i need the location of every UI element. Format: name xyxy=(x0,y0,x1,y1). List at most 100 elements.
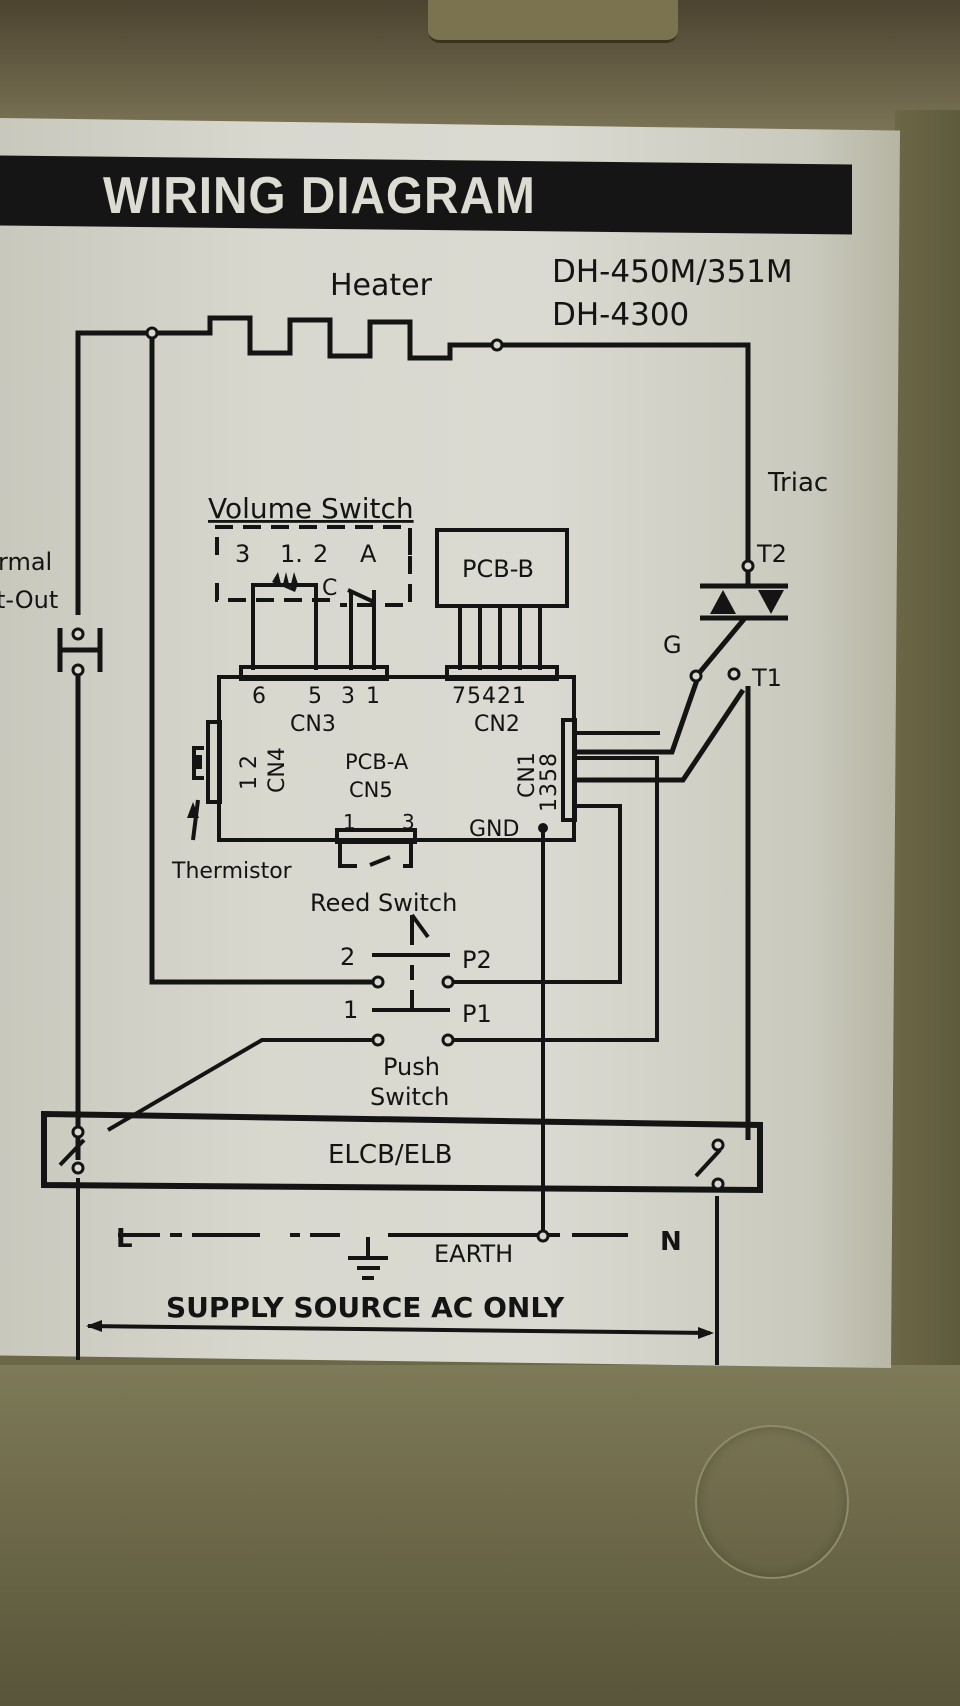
wire-cn1-to-p2 xyxy=(448,804,622,984)
heater-label: Heater xyxy=(330,268,433,303)
cn3-label: CN3 xyxy=(290,712,336,737)
earth-ground-icon xyxy=(348,1237,388,1280)
volume-pin-a: A xyxy=(360,540,377,568)
reed-switch-label: Reed Switch xyxy=(310,889,457,917)
model-label-1: DH-450M/351M xyxy=(552,254,793,290)
volume-pin-3: 3 xyxy=(235,540,250,568)
supply-arrow-left xyxy=(86,1320,102,1332)
terminal-thermal-top xyxy=(71,627,85,641)
wire-heater-to-push-switch-2 xyxy=(149,333,380,985)
thermistor-body xyxy=(192,746,204,780)
terminal-thermal-bottom xyxy=(71,663,85,677)
gnd-label: GND xyxy=(469,817,519,842)
cn1-pins: 1358 xyxy=(537,752,562,812)
pcb-b-wires xyxy=(458,606,542,670)
cn3-pin-5: 5 xyxy=(308,684,322,709)
push-pin-p2: P2 xyxy=(462,946,492,974)
thermal-cutout-symbol xyxy=(57,628,103,672)
terminal-heater-left xyxy=(145,326,159,340)
pcb-b-label: PCB-B xyxy=(462,555,534,583)
casing-knockout-circle xyxy=(695,1425,849,1579)
wire-cn1-to-p1 xyxy=(448,756,659,1042)
heater-element xyxy=(152,315,751,560)
terminal-push-1 xyxy=(371,1033,385,1047)
cn3-connector xyxy=(239,665,389,681)
cn1-label: CN1 xyxy=(515,752,540,798)
supply-arrow-right xyxy=(698,1327,714,1339)
thermistor-element xyxy=(196,755,202,769)
volume-pin-1: 1. xyxy=(280,540,303,568)
push-switch-label-2: Switch xyxy=(370,1083,449,1111)
volume-switch-label: Volume Switch xyxy=(208,492,414,525)
cn4-pins: 1 2 xyxy=(237,755,262,790)
wire-push-switch-1-to-elcb xyxy=(106,1038,375,1132)
terminal-push-2 xyxy=(371,975,385,989)
cn5-pin-1: 1 xyxy=(343,810,356,834)
volume-pin-2: 2 xyxy=(313,540,328,568)
wire-thermal-to-heater xyxy=(75,330,152,615)
terminal-push-p2 xyxy=(441,975,455,989)
triac-gate-lead xyxy=(698,616,747,674)
volume-switch-dashed-border xyxy=(215,525,412,607)
casing-tab xyxy=(428,0,678,43)
push-pin-2: 2 xyxy=(340,943,355,971)
triac-label: Triac xyxy=(767,468,828,498)
volume-switch-contact xyxy=(347,588,376,670)
push-pin-1: 1 xyxy=(343,996,358,1024)
elcb-terminal-l-out xyxy=(71,1161,85,1175)
reed-actuator xyxy=(410,913,430,945)
neutral-label: N xyxy=(660,1227,682,1257)
elcb-terminal-n-out xyxy=(711,1177,725,1191)
line-label: L xyxy=(116,1224,133,1254)
diagram-title: WIRING DIAGRAM xyxy=(103,167,536,225)
triac-arrow-up xyxy=(710,590,736,614)
elcb-switch-left xyxy=(58,1138,86,1167)
thermistor-arrow-shaft xyxy=(191,799,200,841)
cn3-pin-6: 6 xyxy=(252,684,266,709)
model-label-2: DH-4300 xyxy=(552,297,689,333)
elcb-terminal-l-in xyxy=(71,1125,85,1139)
terminal-t1 xyxy=(727,667,741,681)
terminal-push-p1 xyxy=(441,1033,455,1047)
supply-label: SUPPLY SOURCE AC ONLY xyxy=(166,1291,565,1324)
cn3-pin-3: 3 xyxy=(341,684,355,709)
push-pin-p1: P1 xyxy=(462,1000,492,1028)
appliance-casing-side xyxy=(895,110,960,1560)
earth-terminal xyxy=(536,1229,550,1243)
wire-t1-to-cn1 xyxy=(575,688,746,783)
push-switch-contact-1 xyxy=(372,1002,450,1012)
cn2-pins: 75421 xyxy=(452,684,527,709)
cn5-label: CN5 xyxy=(349,778,393,802)
cn3-pin-1: 1 xyxy=(366,684,380,709)
triac-t1-label: T1 xyxy=(751,664,782,692)
terminal-heater-right xyxy=(490,338,504,352)
elcb-label: ELCB/ELB xyxy=(328,1140,452,1170)
pcb-a-label: PCB-A xyxy=(345,750,409,774)
terminal-gate xyxy=(689,669,703,683)
earth-label: EARTH xyxy=(434,1240,513,1268)
push-switch-label-1: Push xyxy=(383,1053,440,1081)
thermistor-arrow-head xyxy=(187,802,199,818)
cn2-label: CN2 xyxy=(474,712,520,737)
reed-switch-symbol xyxy=(338,842,413,868)
supply-arrow-line xyxy=(87,1324,711,1335)
volume-switch-wire-left xyxy=(251,583,318,670)
thermal-cutout-label-2: t-Out xyxy=(0,586,58,614)
cn4-label: CN4 xyxy=(265,747,290,793)
cn1-connector xyxy=(561,718,577,822)
thermal-cutout-label-1: rmal xyxy=(0,548,52,576)
terminal-t2 xyxy=(741,559,755,573)
cn5-connector xyxy=(335,828,417,844)
wire-gate-to-cn1 xyxy=(575,679,700,755)
thermistor-label: Thermistor xyxy=(171,859,293,884)
volume-pin-c: C xyxy=(322,576,337,601)
elcb-box xyxy=(41,1110,763,1194)
cn4-connector xyxy=(206,720,222,804)
triac-arrow-down xyxy=(758,590,784,614)
potentiometer-icon xyxy=(272,572,298,592)
cn2-connector xyxy=(445,665,559,681)
cn5-pin-3: 3 xyxy=(402,810,415,834)
elcb-switch-right xyxy=(694,1148,722,1178)
elcb-terminal-n-in xyxy=(711,1138,725,1152)
